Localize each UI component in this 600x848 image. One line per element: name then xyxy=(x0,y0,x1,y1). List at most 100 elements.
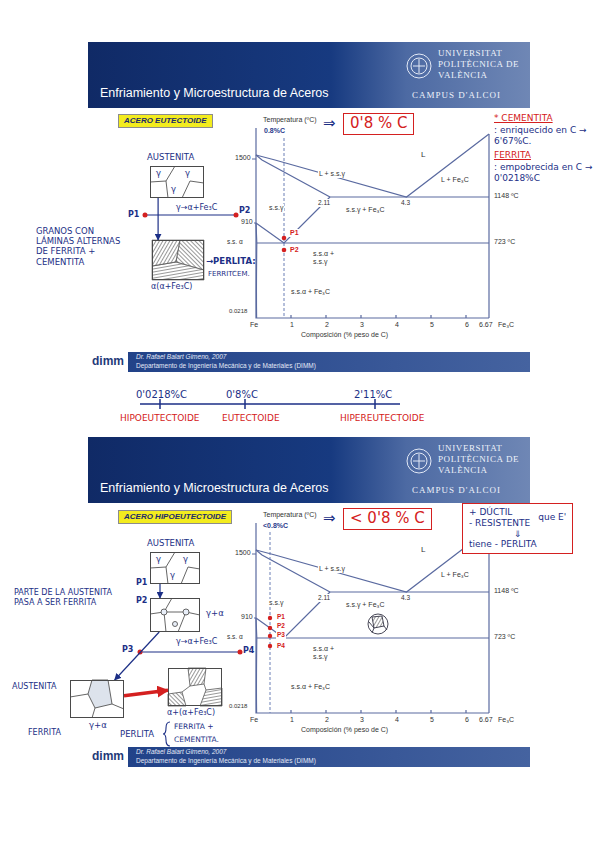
handwritten-note: * CEMENTITA xyxy=(494,113,553,124)
node-text: Dr. Rafael Balart Gimeno, 2007 xyxy=(136,353,226,361)
handwritten-note: HIPOEUTECTOIDE xyxy=(120,413,200,424)
handwritten-note: P1 xyxy=(128,210,139,220)
diagram-label: s.s.α + s.s.γ xyxy=(312,645,350,662)
diagram-label: 723 ºC xyxy=(493,633,516,641)
diagram-label: 4 xyxy=(394,716,400,724)
phase-diagram xyxy=(252,128,489,318)
handwritten-note: P4 xyxy=(243,646,254,656)
footer-band: dimmDr. Rafael Balart Gimeno, 2007Depart… xyxy=(88,747,530,767)
diagram-label: 6.67 xyxy=(478,321,494,329)
handwritten-note: EUTECTOIDE xyxy=(222,413,280,424)
university-emblem xyxy=(413,454,425,468)
micrograph: AUSTENITAγγγ xyxy=(150,166,204,198)
diagram-label: 1148 ºC xyxy=(493,192,520,200)
handwritten-note: PARTE DE LA AUSTENITA PASA A SER FERRITA xyxy=(14,588,126,607)
austenite-grains xyxy=(150,166,204,198)
diagram-label: Fe xyxy=(249,321,259,329)
node-text: γ+α xyxy=(206,608,224,618)
micrograph-circle xyxy=(368,614,388,634)
connector-arrow xyxy=(159,584,160,598)
diagram-label: 1148 ºC xyxy=(493,587,520,595)
micrograph: α(α+Fe₃C) xyxy=(152,240,204,280)
diagram-label: P3 xyxy=(276,631,286,639)
composition-line xyxy=(270,532,271,713)
diagram-label: <0.8%C xyxy=(262,522,289,530)
ferrite-austenite-grains xyxy=(88,680,112,708)
university-emblem xyxy=(411,58,427,74)
node-text: UNIVERSITAT POLITÈCNICA DE VALÈNCIA xyxy=(438,48,524,81)
diagram-label: s.s.γ xyxy=(268,599,284,607)
handwritten-note: FERRITCEM. xyxy=(208,270,250,278)
diagram-label: 4 xyxy=(394,321,400,329)
node-text: CAMPUS D'ALCOI xyxy=(412,90,501,101)
handwritten-note: ⇒ xyxy=(323,114,336,132)
node-text: Departamento de Ingeniería Mecánica y de… xyxy=(136,362,316,370)
diagram-label: Temperatura (ºC) xyxy=(262,511,318,519)
node-text: γ xyxy=(171,184,176,194)
header-band xyxy=(88,42,530,108)
handwritten-note: GRANOS CON LÁMINAS ALTERNAS DE FERRITA +… xyxy=(36,226,130,267)
austenite-grains xyxy=(150,552,200,584)
node-text: CAMPUS D'ALCOI xyxy=(412,485,501,496)
diagram-label: Fe₃C xyxy=(497,716,515,724)
diagram-label: P1 xyxy=(289,229,300,237)
connector-arrow xyxy=(158,198,159,240)
node-text: α(α+Fe₃C) xyxy=(151,282,192,292)
diagram-label: 6.67 xyxy=(478,716,494,724)
handwritten-note: 0'0218%C xyxy=(136,389,187,401)
handwritten-note: FERRITA + xyxy=(174,722,214,731)
micrograph: γ+α xyxy=(150,598,200,632)
header-band: Enfriamiento y Microestructura de Aceros… xyxy=(88,437,530,503)
diagram-label: s.s.α + Fe₃C xyxy=(290,288,331,296)
handwritten-note: FERRITA xyxy=(28,728,61,738)
node-text: < 0'8 % C xyxy=(350,509,425,529)
footer-band: dimmDr. Rafael Balart Gimeno, 2007Depart… xyxy=(88,352,530,372)
diagram-label: P2 xyxy=(276,622,286,630)
diagram-label: P4 xyxy=(276,642,286,650)
austenite-ferrite-grains xyxy=(150,598,200,632)
pearlite-lamellae xyxy=(152,240,204,280)
diagram-label: 723 ºC xyxy=(493,238,516,246)
handwritten-note: ⇒ xyxy=(323,509,336,527)
node-text: Enfriamiento y Microestructura de Aceros xyxy=(100,481,329,496)
handwritten-note: γ→α+Fe₃C xyxy=(176,203,217,213)
diagram-label: Composición (% peso de C) xyxy=(300,726,389,734)
diagram-label: P2 xyxy=(289,246,300,254)
diagram-label: 910 xyxy=(240,218,254,226)
austenite-ferrite-grains xyxy=(173,622,178,627)
note-box: + DÚCTIL- RESISTENTEque E'⇓tiene - PERLI… xyxy=(462,503,573,554)
diagram-label: 2.11 xyxy=(317,594,331,602)
connector-arrow xyxy=(124,690,168,695)
point-marker xyxy=(282,236,287,241)
point-marker xyxy=(234,213,239,218)
diagram-label: L + s.s.γ xyxy=(318,170,346,178)
node-text: γ xyxy=(170,570,175,580)
handwritten-note: P2 xyxy=(239,206,250,216)
footer-band xyxy=(88,747,530,767)
diagram-label: s.s.γ + Fe₃C xyxy=(345,601,385,609)
diagram-label: L xyxy=(420,150,426,160)
university-emblem xyxy=(407,54,431,78)
section-tag: ACERO HIPOEUTECTOIDE xyxy=(118,510,232,524)
diagram-label: 6 xyxy=(464,716,470,724)
handwritten-note: 2'11%C xyxy=(354,389,392,401)
diagram-label: 4.3 xyxy=(400,199,411,207)
node-text: Enfriamiento y Microestructura de Aceros xyxy=(100,86,329,101)
diagram-label: s.s.γ + Fe₃C xyxy=(345,206,385,214)
node-text: γ+α xyxy=(89,720,107,730)
diagram-label: 2 xyxy=(324,321,330,329)
handwritten-note: HIPEREUTECTOIDE xyxy=(340,413,424,424)
point-marker xyxy=(268,616,272,620)
micrograph-circle xyxy=(368,614,388,634)
point-marker xyxy=(268,634,272,638)
diagram-label: Composición (% peso de C) xyxy=(300,331,389,339)
diagram-label: Fe₃C xyxy=(497,321,515,329)
connector-arrow xyxy=(115,632,160,680)
pearlite-lamellae xyxy=(152,262,204,280)
ferrite-pearlite-grains xyxy=(182,684,206,692)
diagram-label: 3 xyxy=(359,321,365,329)
point-marker xyxy=(282,248,287,253)
node-text: Departamento de Ingeniería Mecánica y de… xyxy=(136,757,316,765)
university-emblem xyxy=(411,453,427,469)
